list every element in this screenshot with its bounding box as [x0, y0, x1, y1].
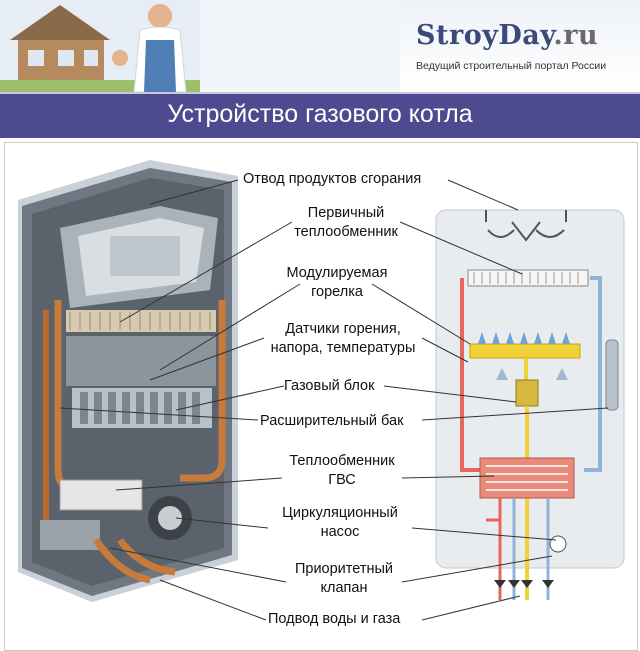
label-expansion-tank: Расширительный бак	[260, 413, 404, 429]
label-burner-line2: горелка	[311, 284, 363, 300]
label-dhw-hx-line2: ГВС	[328, 472, 356, 488]
brand-tld: .ru	[553, 20, 599, 51]
site-header: StroyDay.ru Ведущий строительный портал …	[0, 0, 640, 92]
label-priority-valve-line1: Приоритетный	[294, 561, 394, 577]
label-priority-valve-line2: клапан	[320, 580, 368, 596]
label-primary-hx-line2: теплообменник	[294, 224, 398, 240]
page-title: Устройство газового котла	[167, 100, 473, 128]
label-gas-block: Газовый блок	[284, 378, 375, 394]
label-pump-line2: насос	[320, 524, 360, 540]
label-sensors-line1: Датчики горения,	[285, 321, 401, 337]
label-pump: Циркуляционный насос	[268, 504, 412, 542]
brand-main: StroyDay	[416, 20, 554, 51]
brand-logo[interactable]: StroyDay.ru	[416, 20, 598, 51]
label-burner: Модулируемая горелка	[282, 264, 392, 302]
label-sensors-line2: напора, температуры	[270, 340, 416, 356]
tagline: Ведущий строительный портал России	[416, 60, 607, 72]
label-exhaust: Отвод продуктов сгорания	[243, 171, 422, 187]
label-primary-hx-line1: Первичный	[307, 205, 385, 221]
boiler-schematic	[435, 209, 625, 600]
label-burner-line1: Модулируемая	[286, 265, 388, 281]
label-sensors: Датчики горения, напора, температуры	[264, 320, 422, 358]
leader-lines	[59, 179, 609, 621]
label-pump-line1: Циркуляционный	[282, 505, 398, 521]
title-bar: Устройство газового котла	[0, 92, 640, 138]
label-dhw-hx: Теплообменник ГВС	[282, 452, 402, 490]
label-primary-hx: Первичный теплообменник	[292, 204, 400, 242]
boiler-cutaway	[18, 160, 238, 602]
label-dhw-hx-line1: Теплообменник	[289, 453, 395, 469]
label-priority-valve: Приоритетный клапан	[286, 560, 402, 598]
label-water-gas-inlet: Подвод воды и газа	[268, 611, 401, 627]
header-photo	[0, 0, 400, 92]
